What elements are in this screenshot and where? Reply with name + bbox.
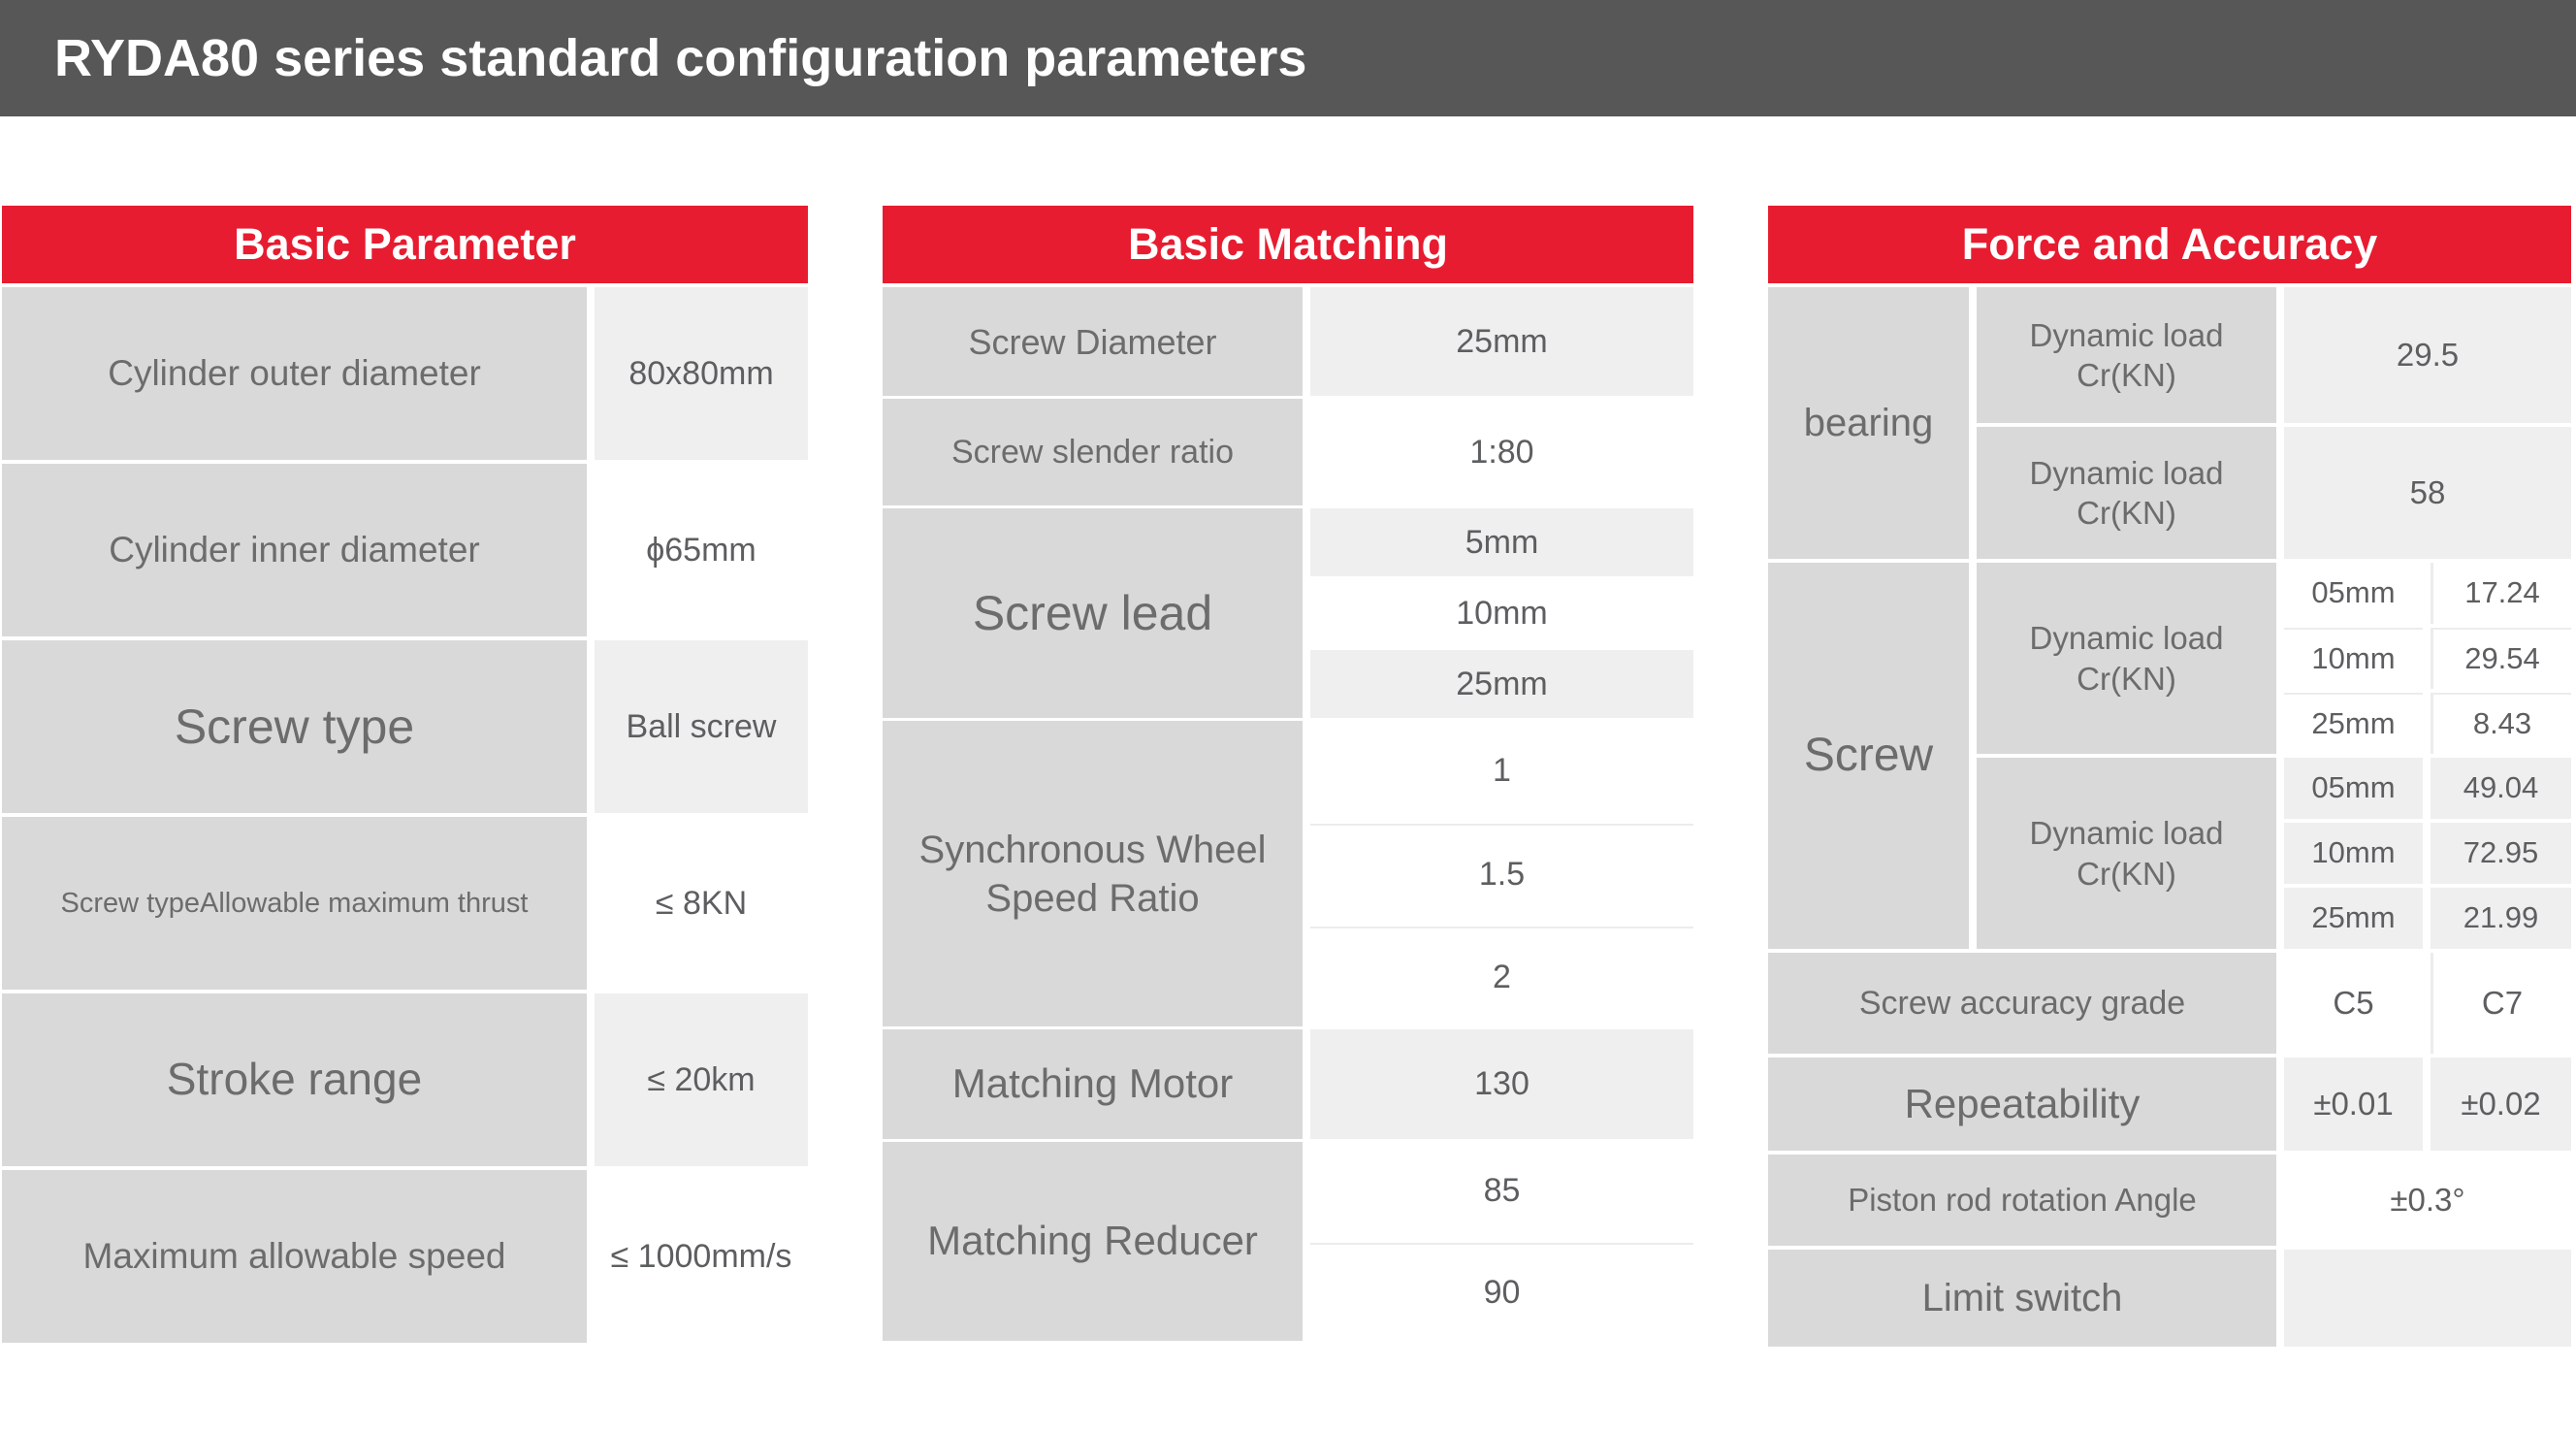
param-value: 8.43 [2431, 693, 2571, 754]
param-value: C7 [2431, 953, 2571, 1054]
param-label: Synchronous Wheel Speed Ratio [883, 721, 1303, 1026]
param-value: ±0.3° [2284, 1155, 2571, 1246]
param-label: Dynamic load Cr(KN) [1977, 427, 2276, 559]
param-value: 90 [1310, 1243, 1693, 1341]
param-label: Screw type [2, 640, 587, 813]
param-size: 05mm [2284, 758, 2423, 819]
param-label: Matching Reducer [883, 1142, 1303, 1341]
param-label: Dynamic load Cr(KN) [1977, 287, 2276, 423]
param-value: 85 [1310, 1142, 1693, 1240]
param-label: Limit switch [1768, 1250, 2276, 1347]
param-label: Cylinder outer diameter [2, 287, 587, 460]
basic-matching-header: Basic Matching [883, 206, 1693, 283]
basic-parameter-header: Basic Parameter [2, 206, 808, 283]
param-value: 80x80mm [595, 287, 808, 460]
param-size: 10mm [2284, 628, 2423, 689]
param-value: ±0.01 [2284, 1058, 2423, 1151]
param-value: 29.54 [2431, 628, 2571, 689]
param-size: 25mm [2284, 693, 2423, 754]
param-label: Cylinder inner diameter [2, 464, 587, 636]
param-value: ≤ 8KN [595, 817, 808, 990]
param-label: Screw accuracy grade [1768, 953, 2276, 1054]
param-value: ≤ 1000mm/s [595, 1170, 808, 1343]
param-value: 21.99 [2431, 888, 2571, 949]
param-label: Maximum allowable speed [2, 1170, 587, 1343]
param-value: 2 [1310, 927, 1693, 1026]
param-label: Screw typeAllowable maximum thrust [2, 817, 587, 990]
param-label: Dynamic load Cr(KN) [1977, 563, 2276, 754]
param-value: 17.24 [2431, 563, 2571, 624]
param-label: Screw lead [883, 508, 1303, 718]
param-label: Matching Motor [883, 1029, 1303, 1139]
param-value [2284, 1250, 2571, 1347]
param-value: 49.04 [2431, 758, 2571, 819]
param-label: Stroke range [2, 993, 587, 1166]
param-label: Repeatability [1768, 1058, 2276, 1151]
force-accuracy-header: Force and Accuracy [1768, 206, 2571, 283]
param-value: 29.5 [2284, 287, 2571, 423]
param-value: 25mm [1310, 287, 1693, 396]
param-value: 1:80 [1310, 399, 1693, 505]
param-value: C5 [2284, 953, 2423, 1054]
param-label: Screw Diameter [883, 287, 1303, 396]
param-value: 72.95 [2431, 823, 2571, 884]
param-value: Ball screw [595, 640, 808, 813]
param-value: ≤ 20km [595, 993, 808, 1166]
param-size: 05mm [2284, 563, 2423, 624]
param-value: 25mm [1310, 650, 1693, 718]
param-value: 5mm [1310, 508, 1693, 576]
param-value: 10mm [1310, 579, 1693, 647]
param-label: Screw slender ratio [883, 399, 1303, 505]
param-value: ±0.02 [2431, 1058, 2571, 1151]
group-label-bearing: bearing [1768, 287, 1969, 559]
param-value: 58 [2284, 427, 2571, 559]
page-title: RYDA80 series standard configuration par… [0, 0, 2576, 116]
group-label-screw: Screw [1768, 563, 1969, 949]
param-value: 1 [1310, 721, 1693, 821]
param-value: ϕ65mm [595, 464, 808, 636]
param-size: 10mm [2284, 823, 2423, 884]
param-value: 1.5 [1310, 824, 1693, 924]
param-size: 25mm [2284, 888, 2423, 949]
param-label: Piston rod rotation Angle [1768, 1155, 2276, 1246]
param-value: 130 [1310, 1029, 1693, 1139]
param-label: Dynamic load Cr(KN) [1977, 758, 2276, 949]
